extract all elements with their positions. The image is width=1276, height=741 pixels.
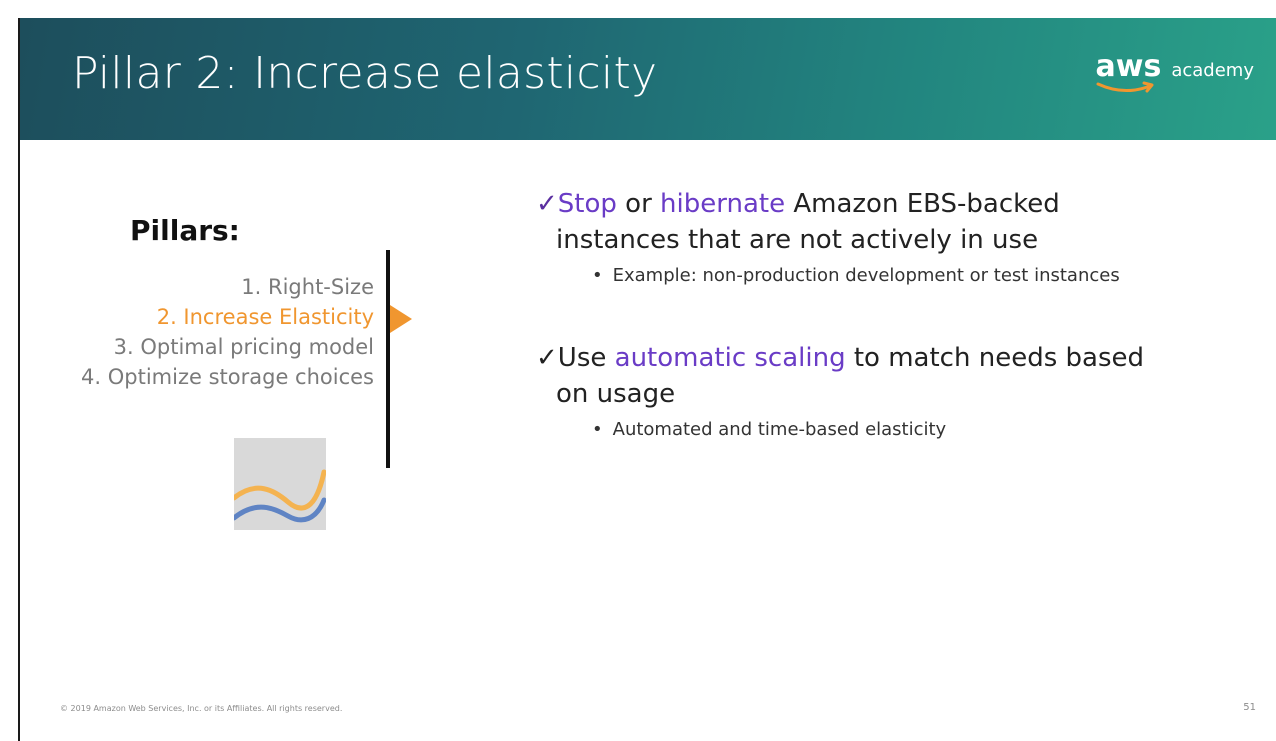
bullet-main-line: ✓Stop or hibernate Amazon EBS-backed <box>536 186 1236 222</box>
bullet-text: Use <box>557 343 615 373</box>
academy-logo-text: academy <box>1171 60 1254 81</box>
aws-academy-logo: aws academy <box>1095 49 1254 93</box>
bullet-dot-icon: • <box>592 265 603 286</box>
pillar-item-optimal-pricing-model: 3. Optimal pricing model <box>113 335 374 359</box>
sub-bullet-text: Automated and time-based elasticity <box>612 419 947 440</box>
aws-smile-icon <box>1096 81 1154 93</box>
highlight-stop: Stop <box>557 189 617 219</box>
pillar-list: 1. Right-Size 2. Increase Elasticity 3. … <box>81 272 374 392</box>
slide: Pillar 2: Increase elasticity aws academ… <box>18 18 1276 741</box>
active-pillar-marker-icon <box>390 305 412 333</box>
bullet-continuation: on usage <box>556 379 676 409</box>
aws-logo-text: aws <box>1095 49 1162 84</box>
sub-bullet-text: Example: non-production development or t… <box>612 265 1120 286</box>
pillar-item-optimize-storage-choices: 4. Optimize storage choices <box>81 365 374 389</box>
elasticity-chart-icon <box>234 438 326 530</box>
pillars-heading: Pillars: <box>130 214 240 247</box>
bullet-text: Amazon EBS-backed <box>785 189 1060 219</box>
bullet-main-line: ✓Use automatic scaling to match needs ba… <box>536 340 1236 376</box>
page-number: 51 <box>1243 702 1256 713</box>
bullet-stop-hibernate: ✓Stop or hibernate Amazon EBS-backed ins… <box>536 186 1236 290</box>
pillar-item-increase-elasticity: 2. Increase Elasticity <box>156 305 374 329</box>
slide-header: Pillar 2: Increase elasticity aws academ… <box>20 18 1276 140</box>
bullet-text: to match needs based <box>845 343 1144 373</box>
sub-bullet: • Example: non-production development or… <box>592 262 1236 290</box>
pillar-divider-line <box>386 250 390 468</box>
checkmark-icon: ✓ <box>536 343 558 373</box>
bullet-text: or <box>616 189 661 219</box>
sub-bullet: • Automated and time-based elasticity <box>592 416 1236 444</box>
pillar-item-right-size: 1. Right-Size <box>241 275 374 299</box>
highlight-hibernate: hibernate <box>660 189 786 219</box>
aws-logo-wordmark: aws <box>1095 49 1162 93</box>
copyright-footer: © 2019 Amazon Web Services, Inc. or its … <box>60 704 343 713</box>
highlight-automatic-scaling: automatic scaling <box>614 343 846 373</box>
slide-title: Pillar 2: Increase elasticity <box>72 48 658 99</box>
bullet-list: ✓Stop or hibernate Amazon EBS-backed ins… <box>536 186 1236 444</box>
bullet-automatic-scaling: ✓Use automatic scaling to match needs ba… <box>536 340 1236 444</box>
checkmark-icon: ✓ <box>536 189 558 219</box>
bullet-continuation: instances that are not actively in use <box>556 225 1039 255</box>
bullet-dot-icon: • <box>592 419 603 440</box>
